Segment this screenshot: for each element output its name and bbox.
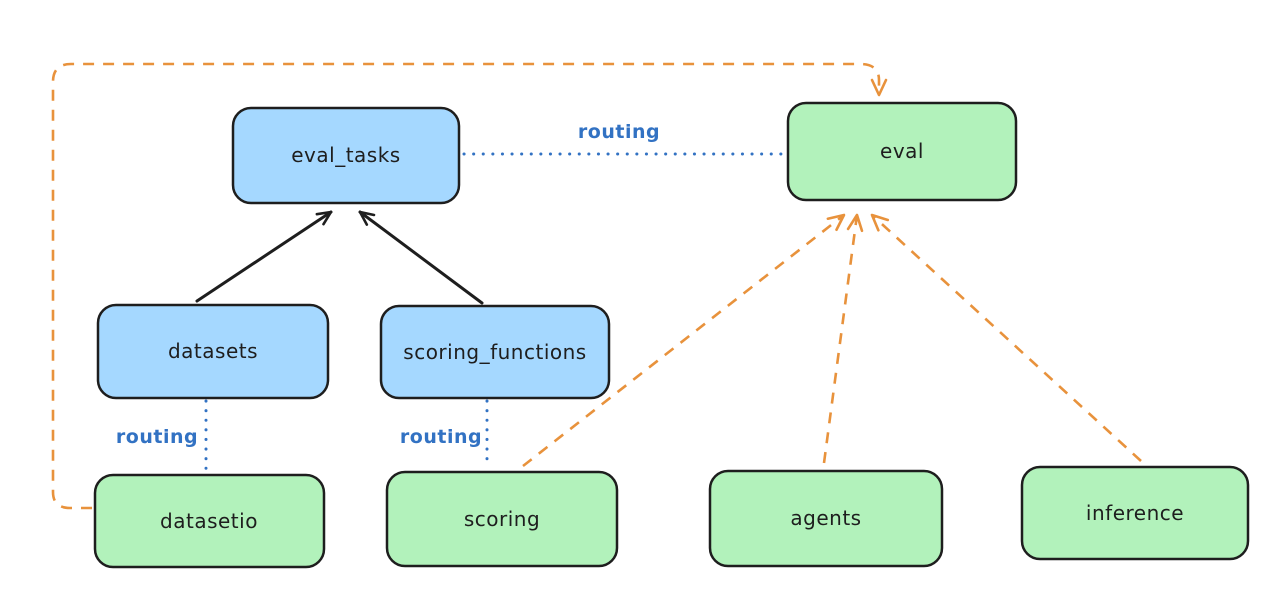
node-inference-box[interactable] bbox=[1020, 465, 1250, 561]
node-agents-label: agents bbox=[790, 506, 861, 530]
edge-scoring-to-eval[interactable] bbox=[522, 213, 846, 468]
edge-datasets-to-eval-tasks[interactable] bbox=[195, 210, 333, 303]
node-eval[interactable]: eval bbox=[786, 101, 1018, 202]
node-inference-label: inference bbox=[1086, 501, 1184, 525]
routing-label-scoring: routing bbox=[400, 426, 482, 448]
node-scoring-label: scoring bbox=[464, 507, 540, 531]
node-datasets-box[interactable] bbox=[96, 303, 330, 400]
node-eval-box[interactable] bbox=[786, 101, 1018, 202]
node-agents-box[interactable] bbox=[708, 469, 944, 568]
node-inference[interactable]: inference bbox=[1020, 465, 1250, 561]
node-datasetio[interactable]: datasetio bbox=[93, 473, 326, 569]
node-eval-tasks-label: eval_tasks bbox=[291, 143, 400, 167]
node-scoring-box[interactable] bbox=[385, 470, 619, 568]
node-datasetio-box[interactable] bbox=[93, 473, 326, 569]
edge-agents-to-eval[interactable] bbox=[822, 213, 864, 464]
node-eval-tasks[interactable]: eval_tasks bbox=[231, 106, 461, 205]
node-scoring-functions[interactable]: scoring_functions bbox=[379, 304, 611, 400]
node-datasetio-label: datasetio bbox=[160, 509, 258, 533]
node-eval-tasks-box[interactable] bbox=[231, 106, 461, 205]
edge-inference-to-eval[interactable] bbox=[870, 213, 1142, 462]
routing-label-top: routing bbox=[578, 121, 660, 143]
node-datasets[interactable]: datasets bbox=[96, 303, 330, 400]
node-scoring-functions-label: scoring_functions bbox=[403, 340, 586, 364]
node-eval-label: eval bbox=[880, 139, 924, 163]
node-datasets-label: datasets bbox=[168, 339, 258, 363]
node-scoring-functions-box[interactable] bbox=[379, 304, 611, 400]
node-agents[interactable]: agents bbox=[708, 469, 944, 568]
node-scoring[interactable]: scoring bbox=[385, 470, 619, 568]
edge-scoring-functions-to-eval-tasks[interactable] bbox=[358, 210, 484, 305]
routing-label-datasets: routing bbox=[116, 426, 198, 448]
